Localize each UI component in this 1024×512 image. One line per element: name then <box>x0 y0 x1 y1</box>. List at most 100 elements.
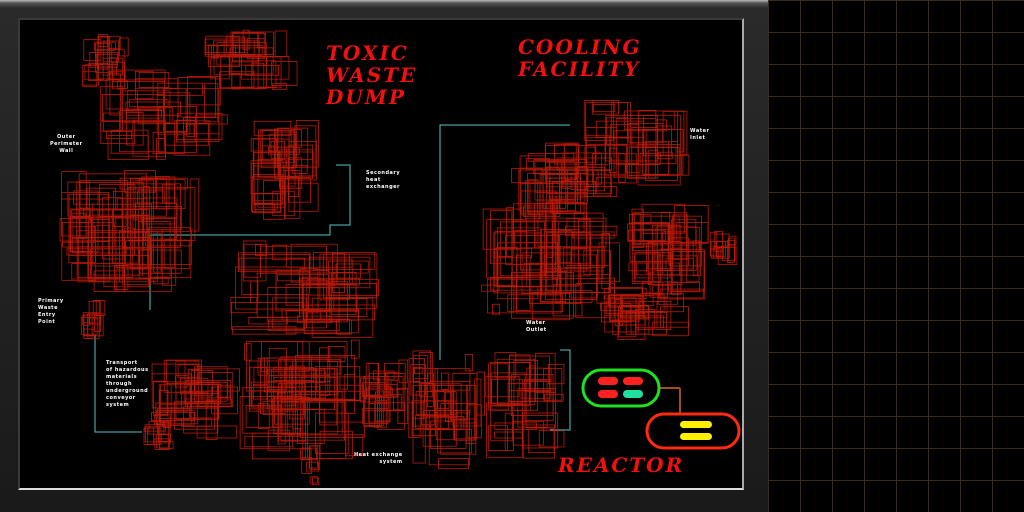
map-room <box>524 180 541 220</box>
map-room <box>153 414 171 425</box>
map-room <box>267 429 290 452</box>
map-room <box>624 110 676 130</box>
map-room <box>625 163 641 173</box>
map-room <box>605 300 644 314</box>
map-room <box>631 208 644 248</box>
map-room <box>271 60 298 86</box>
map-room <box>584 186 618 197</box>
map-room <box>524 388 554 422</box>
map-room <box>486 402 523 459</box>
map-room <box>295 120 319 168</box>
map-room <box>175 381 220 420</box>
map-room <box>584 146 597 168</box>
map-room <box>94 43 112 73</box>
map-room <box>257 403 270 429</box>
map-room <box>648 241 683 285</box>
map-room <box>414 367 423 374</box>
note-heat-exchange: Heat exchange system <box>354 452 403 465</box>
map-room <box>127 90 138 112</box>
map-room <box>176 112 223 140</box>
map-room <box>86 187 117 210</box>
map-room <box>545 202 585 233</box>
map-room <box>512 420 544 446</box>
reactor-status-bottom <box>645 412 741 450</box>
map-room <box>290 129 302 148</box>
map-room <box>322 253 378 298</box>
map-room <box>256 32 265 48</box>
map-room <box>529 182 544 215</box>
map-room <box>413 355 429 380</box>
map-room <box>307 401 347 459</box>
map-room <box>273 367 315 381</box>
indicator-red <box>598 377 618 385</box>
map-room <box>584 100 614 141</box>
map-room <box>98 33 108 47</box>
map-room <box>634 253 661 282</box>
map-room <box>505 234 558 265</box>
map-room <box>244 343 252 361</box>
map-room <box>150 411 196 422</box>
map-room <box>90 248 152 280</box>
map-room <box>260 245 328 274</box>
map-room <box>216 42 267 66</box>
map-room <box>99 184 136 217</box>
map-room <box>162 420 171 429</box>
map-room <box>151 373 192 409</box>
map-room <box>727 237 736 262</box>
map-room <box>384 373 406 412</box>
map-room <box>657 281 679 305</box>
map-room <box>267 395 299 410</box>
map-room <box>516 275 562 314</box>
map-room <box>132 180 154 221</box>
map-room <box>573 212 588 272</box>
map-room <box>563 246 606 268</box>
map-room <box>292 428 301 437</box>
map-room <box>82 314 90 326</box>
map-room <box>339 356 348 390</box>
map-room <box>138 71 170 88</box>
map-room <box>408 358 425 404</box>
map-room <box>565 225 618 236</box>
map-room <box>511 168 543 184</box>
map-room <box>107 135 149 160</box>
map-room <box>71 263 125 280</box>
map-room <box>604 136 633 177</box>
map-room <box>163 239 190 270</box>
map-room <box>309 476 318 484</box>
map-room <box>298 268 319 314</box>
map-room <box>476 371 486 416</box>
map-room <box>253 383 269 400</box>
indicator-red <box>598 390 618 398</box>
map-room <box>138 179 186 210</box>
map-room <box>110 129 149 154</box>
map-room <box>299 277 360 286</box>
map-room <box>61 171 87 237</box>
map-room <box>639 153 661 165</box>
map-room <box>94 41 116 51</box>
map-room <box>186 123 195 137</box>
map-room <box>655 226 697 271</box>
map-room <box>490 405 513 442</box>
map-room <box>612 319 620 335</box>
map-room <box>497 256 513 287</box>
map-room <box>632 213 641 246</box>
map-room <box>139 249 182 274</box>
map-room <box>365 362 379 400</box>
map-room <box>565 194 588 205</box>
map-room <box>123 169 156 193</box>
map-room <box>726 239 735 263</box>
grid-panel <box>768 0 1024 512</box>
map-room <box>163 359 202 393</box>
map-room <box>250 138 278 152</box>
map-room <box>100 120 136 145</box>
map-room <box>257 158 286 208</box>
map-room <box>522 412 559 449</box>
map-room <box>585 127 618 139</box>
map-room <box>496 358 536 406</box>
map-room <box>71 237 84 254</box>
note-water-inlet: Water Inlet <box>690 128 710 141</box>
map-room <box>205 45 241 55</box>
map-room <box>105 131 133 139</box>
map-room <box>525 380 548 429</box>
map-room <box>204 83 219 123</box>
